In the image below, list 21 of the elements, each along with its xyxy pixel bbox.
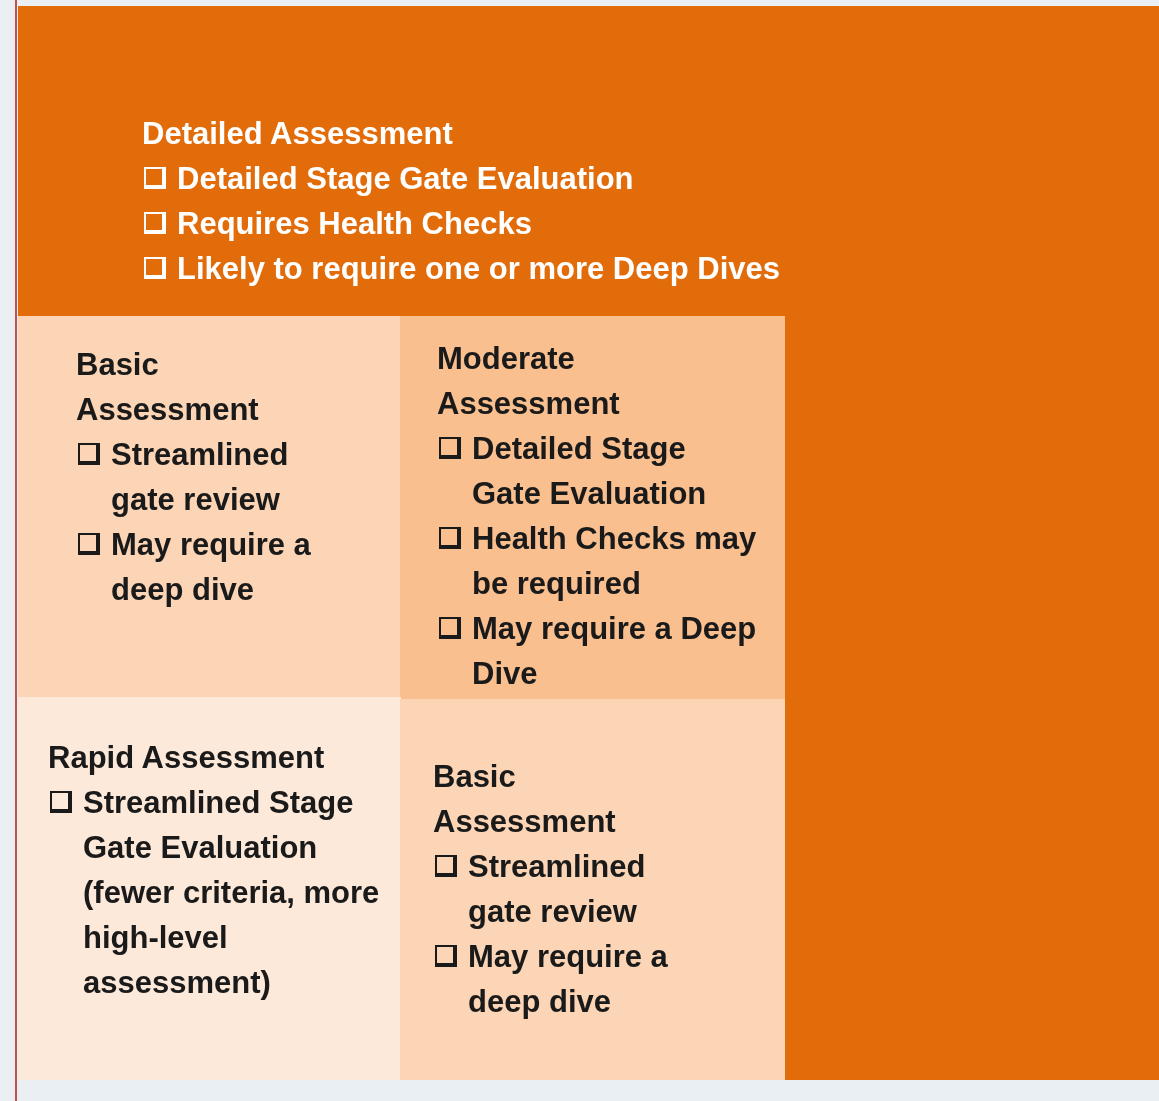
bullet-text: May require a deep dive (468, 938, 669, 1021)
bullet-text: Requires Health Checks (177, 205, 533, 243)
assessment-panel (18, 316, 401, 697)
panel-heading: Basic Assessment (433, 758, 617, 841)
panel-heading: Basic Assessment (76, 346, 260, 429)
assessment-panel (18, 697, 401, 1080)
panel-heading: Moderate Assessment (437, 340, 621, 423)
bullet-text: Streamlined Stage Gate Evaluation (fewer criteria, more high-level assessment) (83, 784, 381, 1002)
bullet-text: Detailed Stage Gate Evaluation (472, 430, 708, 513)
panel-heading: Rapid Assessment (48, 739, 326, 777)
bullet-text: Streamlined gate review (111, 436, 290, 519)
bullet-text: May require a deep dive (111, 526, 312, 609)
bullet-text: Likely to require one or more Deep Dives (177, 250, 781, 288)
bullet-text: Health Checks may be required (472, 520, 757, 603)
assessment-panel (18, 6, 1159, 1080)
assessment-panel (400, 699, 785, 1080)
bullet-text: Streamlined gate review (468, 848, 647, 931)
bullet-text: Detailed Stage Gate Evaluation (177, 160, 635, 198)
panel-heading: Detailed Assessment (142, 115, 454, 153)
assessment-panel (400, 316, 785, 699)
bullet-text: May require a Deep Dive (472, 610, 757, 693)
